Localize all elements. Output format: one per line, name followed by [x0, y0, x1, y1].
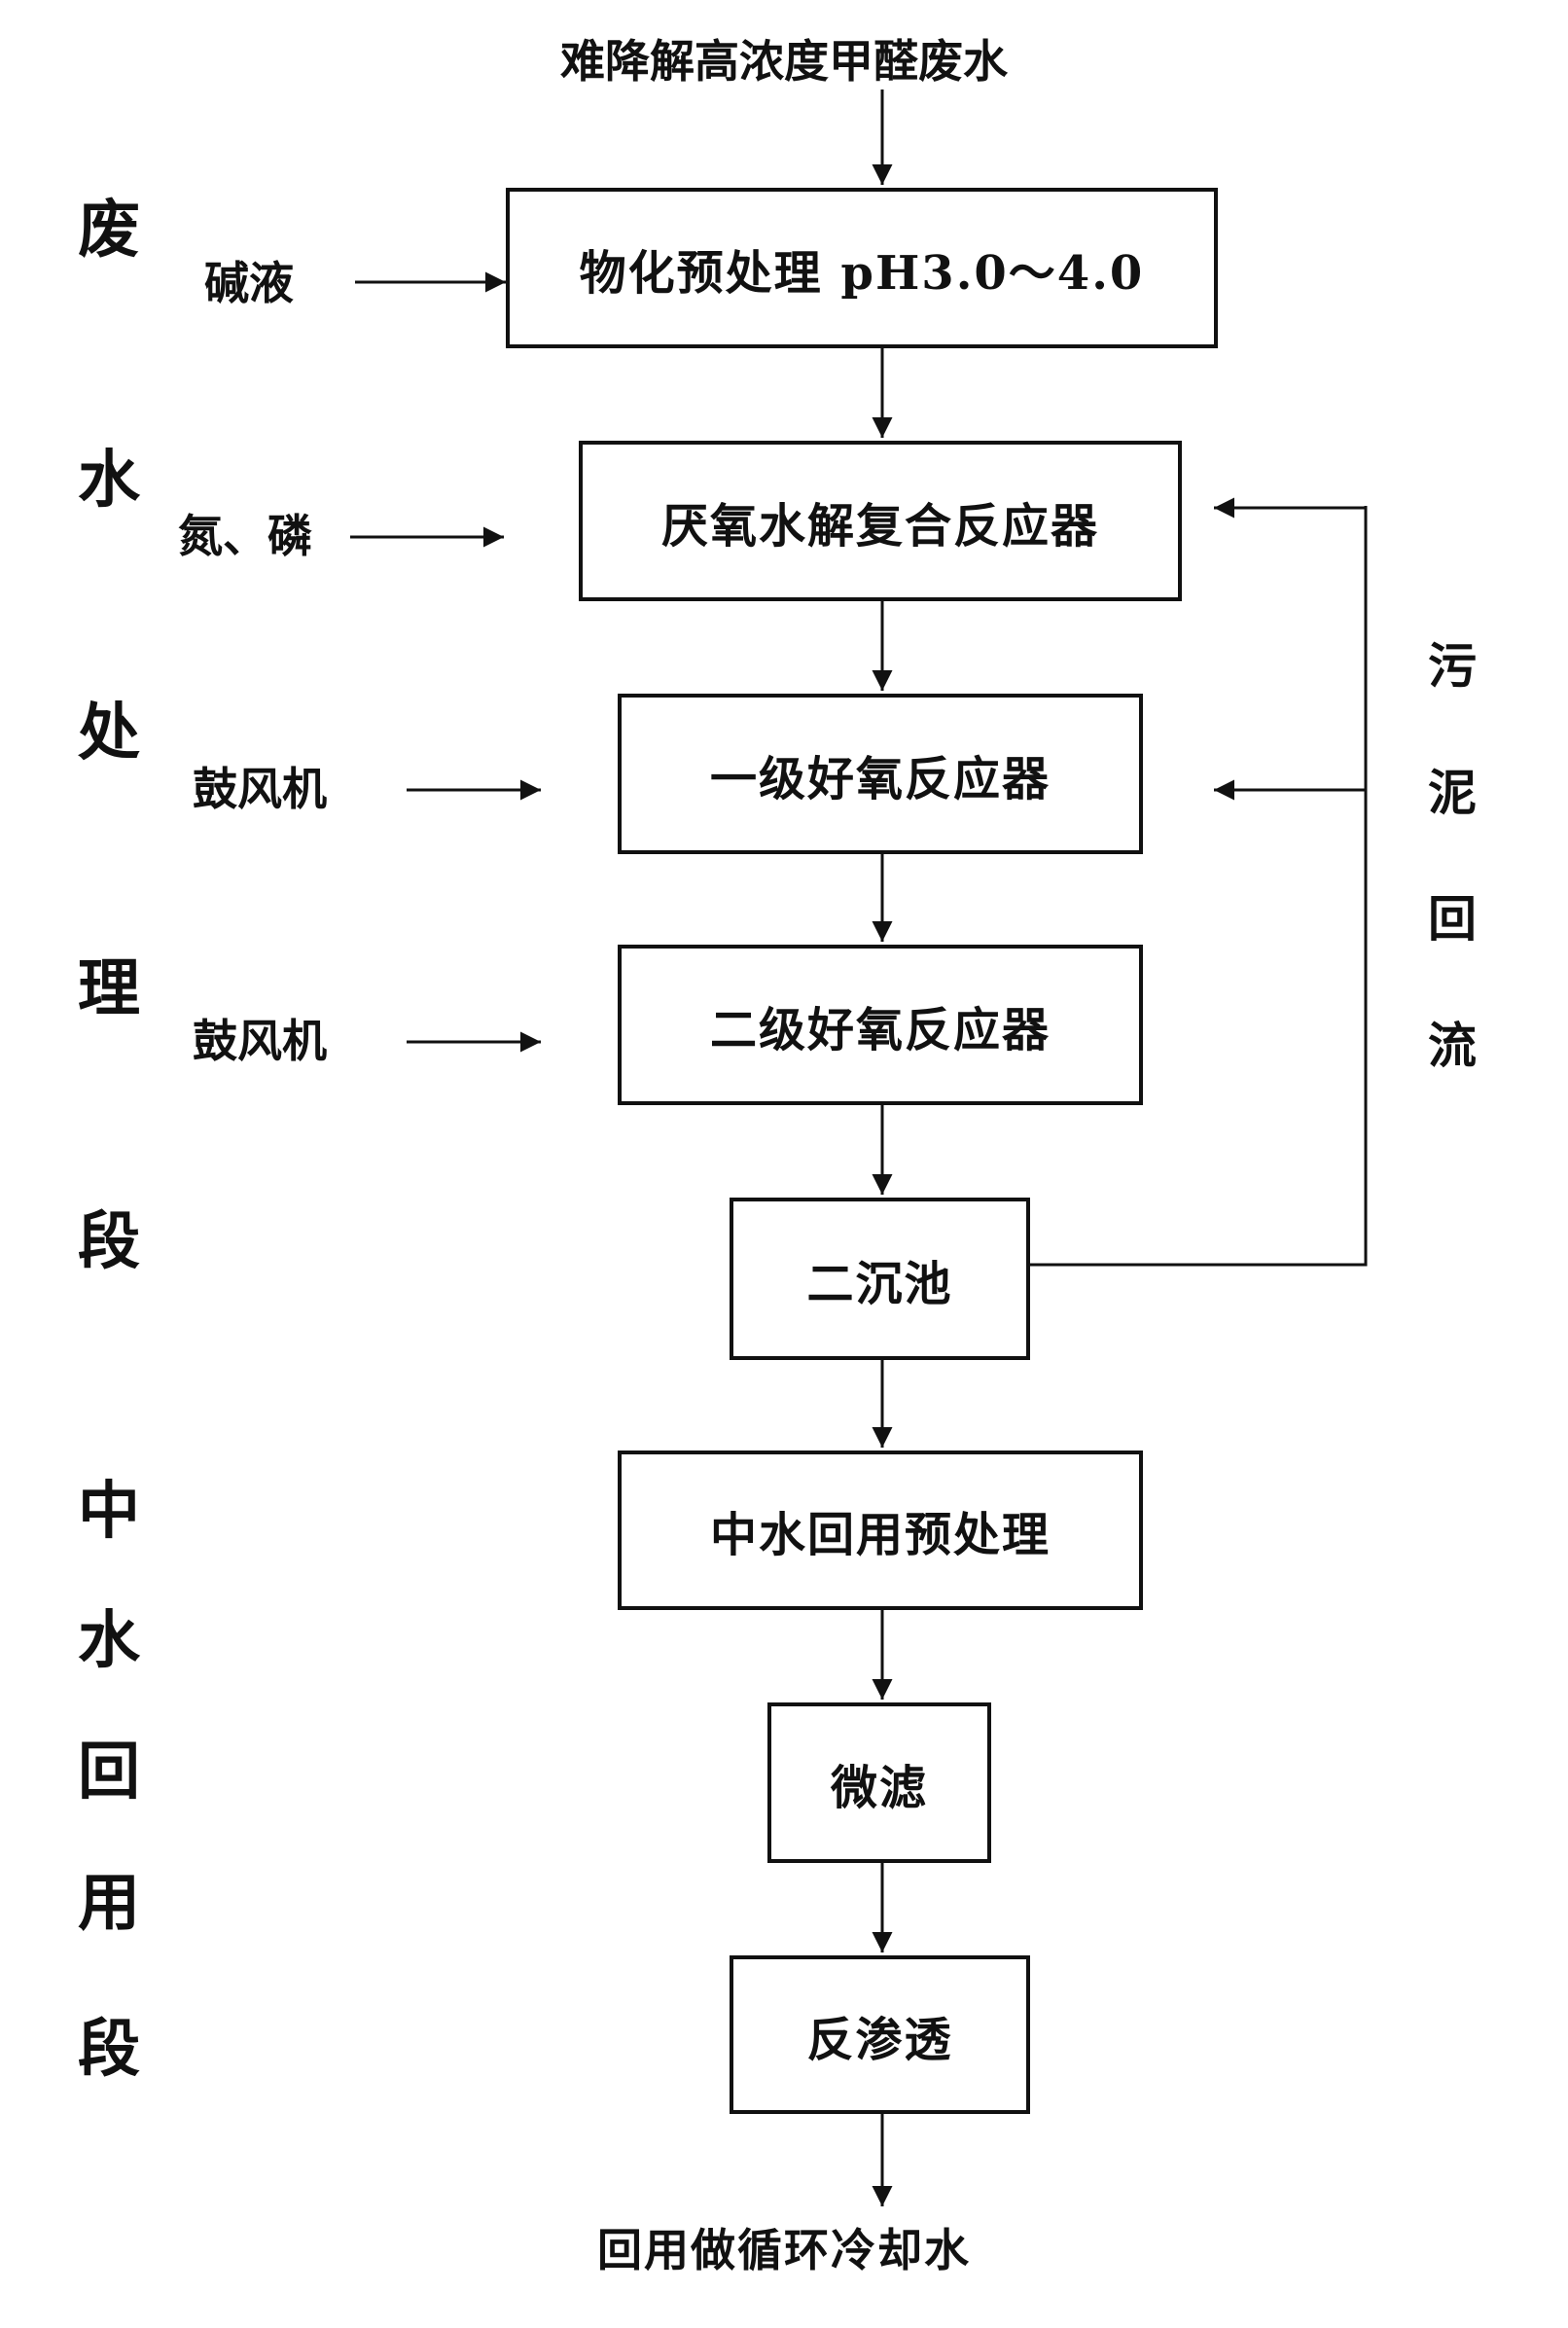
input-alkali: 碱液 [204, 257, 294, 309]
sludge-return-line [1030, 506, 1368, 1267]
stage-reuse-char: 用 [78, 1867, 140, 1940]
step-secondary-aerobic-reactor: 二级好氧反应器 [618, 945, 1143, 1105]
step-label: 一级好氧反应器 [709, 751, 1051, 806]
step-label: 二沉池 [806, 1256, 953, 1311]
stage-wastewater-char: 废 [78, 194, 140, 267]
step-label: 二级好氧反应器 [709, 1002, 1051, 1057]
input-blower-1: 鼓风机 [193, 763, 327, 815]
step-secondary-clarifier: 二沉池 [730, 1198, 1030, 1360]
stage-reuse-char: 回 [78, 1736, 140, 1809]
step-primary-aerobic-reactor: 一级好氧反应器 [618, 694, 1143, 854]
step-microfiltration: 微滤 [767, 1702, 991, 1863]
stage-wastewater-char: 段 [78, 1205, 140, 1278]
step-reverse-osmosis: 反渗透 [730, 1955, 1030, 2114]
recycle-label-char: 泥 [1428, 764, 1477, 821]
output-label: 回用做循环冷却水 [597, 2224, 971, 2276]
input-nutrients: 氮、磷 [178, 510, 312, 562]
recycle-label-char: 污 [1428, 637, 1477, 695]
step-label: 微滤 [830, 1760, 928, 1815]
stage-wastewater-char: 水 [78, 444, 140, 517]
step-label: 反渗透 [806, 2012, 953, 2067]
input-blower-2: 鼓风机 [193, 1015, 327, 1067]
step-anaerobic-hydrolysis-reactor: 厌氧水解复合反应器 [579, 441, 1182, 601]
stage-wastewater-char: 理 [78, 952, 140, 1025]
step-physicochemical-pretreatment: 物化预处理 pH3.0～4.0 [506, 188, 1218, 348]
recycle-label-char: 流 [1428, 1017, 1477, 1074]
stage-reuse-char: 水 [78, 1604, 140, 1677]
step-label: 厌氧水解复合反应器 [660, 498, 1099, 554]
step-label: 物化预处理 pH3.0～4.0 [579, 245, 1145, 301]
stage-reuse-char: 段 [78, 2013, 140, 2086]
recycle-label-char: 回 [1428, 890, 1477, 948]
step-label: 中水回用预处理 [709, 1508, 1051, 1562]
input-label: 难降解高浓度甲醛废水 [560, 35, 1008, 88]
step-reclaimed-water-pretreatment: 中水回用预处理 [618, 1451, 1143, 1610]
stage-wastewater-char: 处 [78, 697, 140, 770]
stage-reuse-char: 中 [78, 1475, 140, 1548]
